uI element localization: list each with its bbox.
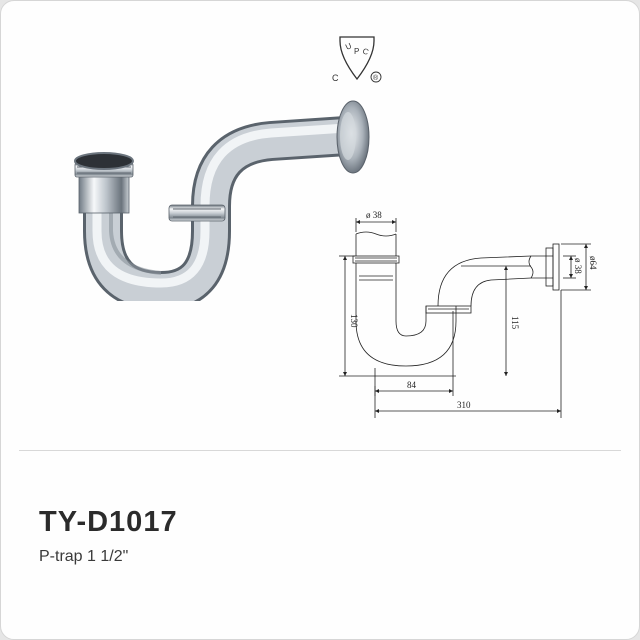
dim-height-total: 130 [349, 314, 359, 328]
dim-outlet-diameter: ø 38 [573, 258, 583, 274]
registered-circle [370, 71, 382, 83]
product-description: P-trap 1 1/2" [39, 548, 129, 565]
upc-letter-u: U [344, 41, 353, 52]
dim-length-total: 310 [457, 400, 471, 410]
dim-inlet-diameter: ø 38 [366, 210, 382, 220]
dim-flange-diameter: ø64 [588, 256, 598, 270]
r-mark: ® [373, 74, 379, 82]
product-image [74, 100, 370, 301]
product-code: TY-D1017 [39, 506, 178, 538]
dimension-drawing: ø 38 130 115 84 310 ø64 ø 38 [339, 210, 598, 418]
upc-certification-icon: U P C C ® [332, 36, 382, 83]
dim-offset: 84 [407, 380, 417, 390]
divider [19, 450, 621, 451]
dim-height-outlet: 115 [510, 316, 520, 330]
upc-letter-p: P [354, 47, 359, 56]
upc-letter-c: C [361, 46, 370, 57]
c-mark: C [332, 73, 339, 83]
